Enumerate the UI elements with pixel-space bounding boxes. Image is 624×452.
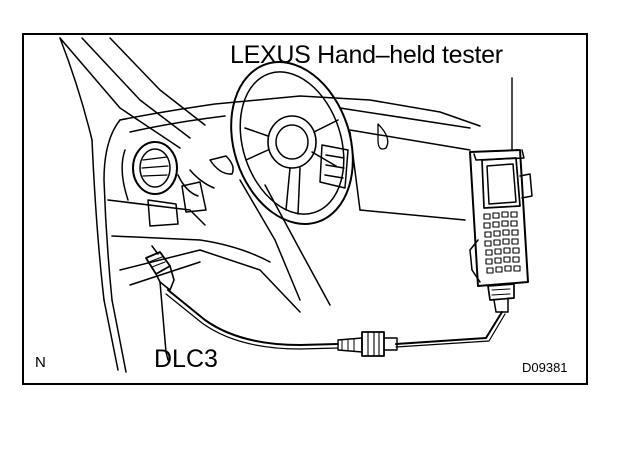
inline-connector — [337, 331, 398, 357]
dlc3-label: DLC3 — [154, 345, 218, 373]
dashboard — [119, 95, 481, 221]
dlc3-connector — [145, 245, 175, 361]
steering-wheel — [209, 61, 354, 306]
illustration-frame — [22, 33, 588, 385]
orientation-label: N — [35, 354, 46, 371]
tester-cable — [165, 289, 506, 350]
air-vent — [121, 141, 178, 201]
a-pillar — [59, 37, 206, 373]
figure-code: D09381 — [522, 360, 568, 375]
lower-dash-panel — [107, 169, 301, 313]
tester-label: LEXUS Hand–held tester — [230, 41, 503, 69]
hand-held-tester — [469, 149, 533, 313]
